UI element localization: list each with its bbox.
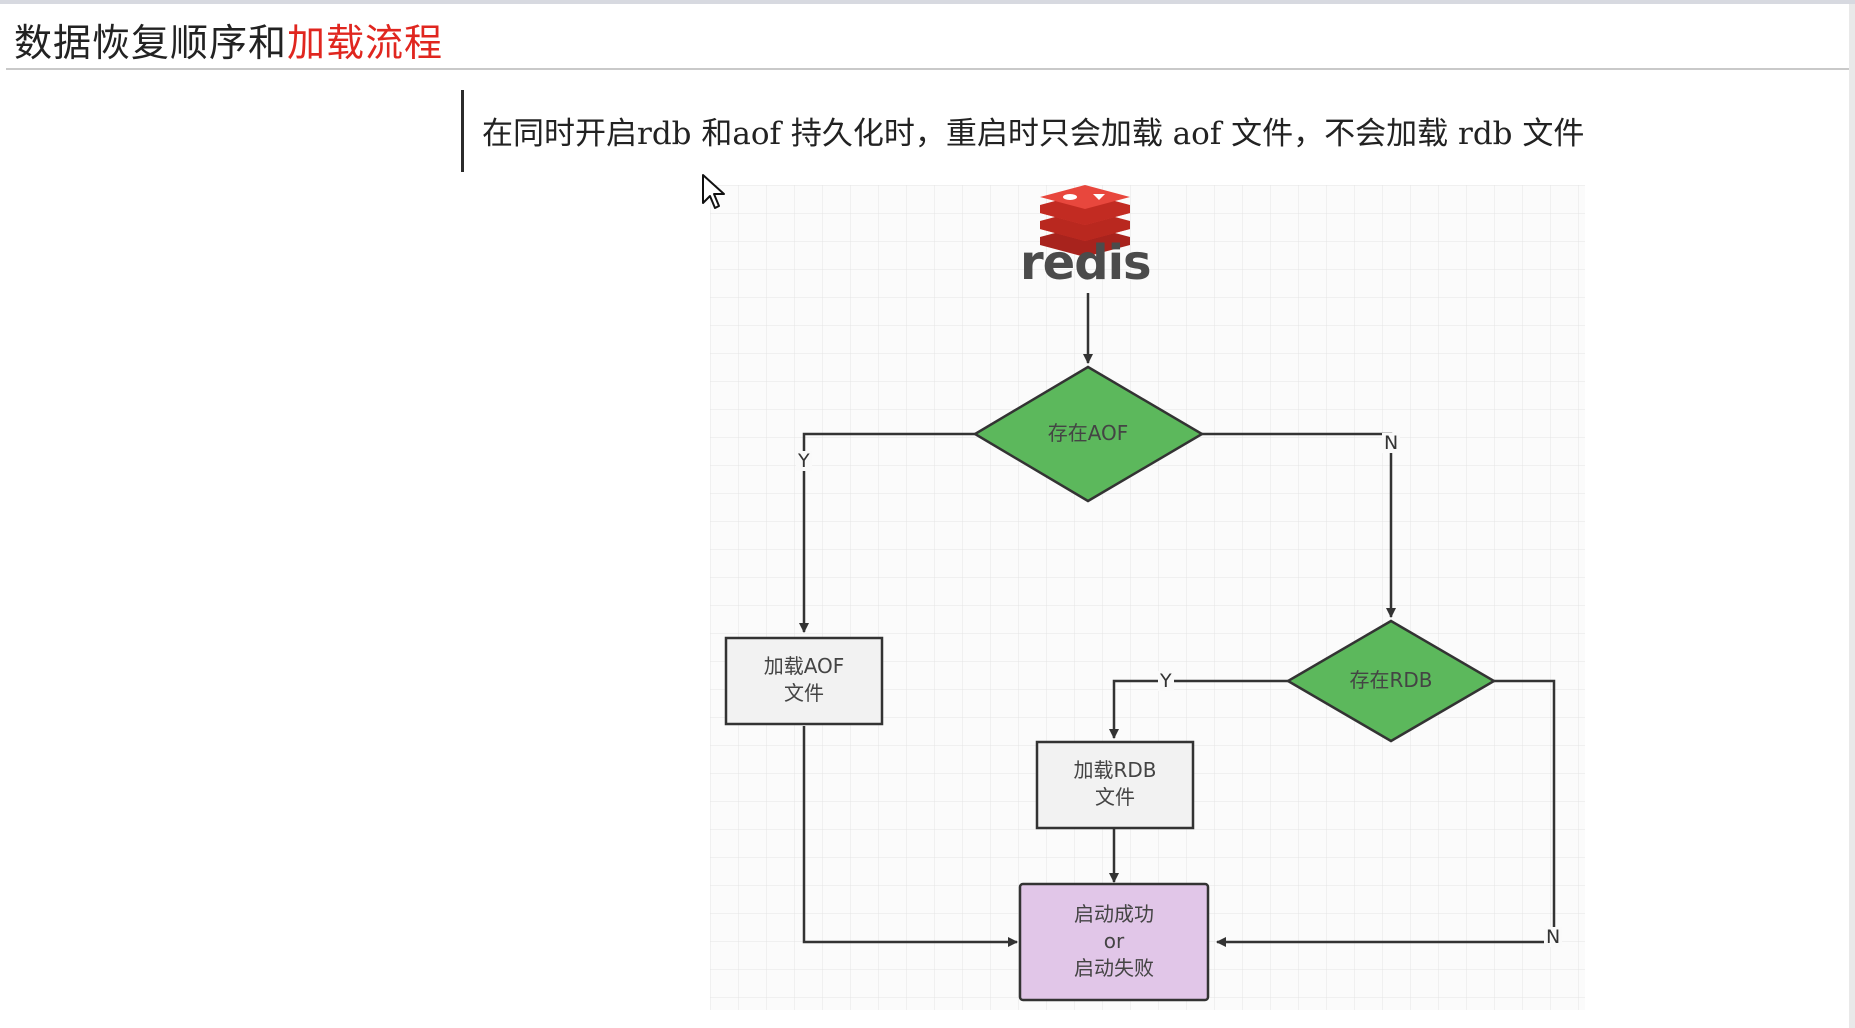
edge-rdb-no [1216,679,1556,947]
result-label-line3: 启动失败 [1074,956,1154,980]
flowchart-canvas [710,185,1585,1010]
edge-label-aof-yes: Y [796,450,812,472]
check-rdb-label: 存在RDB [1349,668,1433,692]
scrollbar-track[interactable] [1849,4,1855,1028]
load-aof-label-line1: 加载AOF [763,654,845,678]
edge-load-aof-to-result [802,726,1018,947]
decision-check-rdb [1285,619,1497,743]
load-aof-label-line2: 文件 [784,681,824,705]
decision-check-aof [972,365,1205,503]
result-label-line1: 启动成功 [1074,902,1154,926]
top-border [0,0,1855,4]
edge-label-rdb-yes: Y [1158,670,1174,692]
load-aof-label: 加载AOF 文件 [726,653,882,707]
blockquote-bar [461,90,464,172]
terminal-result [1018,882,1210,1002]
result-label: 启动成功 or 启动失败 [1020,901,1208,982]
edge-aof-yes [799,432,975,633]
redis-logo-icon [1040,185,1130,257]
load-rdb-label-line2: 文件 [1095,785,1135,809]
process-load-rdb [1035,740,1195,830]
load-rdb-label-line1: 加载RDB [1073,758,1157,782]
check-aof-label: 存在AOF [1047,421,1129,445]
load-rdb-label: 加载RDB 文件 [1037,757,1193,811]
mouse-pointer-icon [702,174,725,209]
heading-main-text: 数据恢复顺序和 [14,21,288,65]
redis-logo-text: redis [1020,235,1152,291]
blockquote-text: 在同时开启rdb 和aof 持久化时，重启时只会加载 aof 文件，不会加载 r… [482,116,1585,152]
section-heading: 数据恢复顺序和加载流程 [14,12,443,67]
edge-label-aof-no: N [1382,432,1401,454]
edge-label-rdb-no: N [1544,926,1563,948]
process-load-aof [724,636,884,726]
heading-accent-text: 加载流程 [287,21,444,65]
flowchart: redis 存在AOF 存在RDB 加载AOF 文件 加载RDB 文件 启动成功… [710,185,1585,1010]
grid-lines [710,185,1585,1010]
result-label-line2: or [1103,929,1125,953]
edge-rdb-yes [1109,679,1288,739]
heading-divider [6,68,1855,70]
